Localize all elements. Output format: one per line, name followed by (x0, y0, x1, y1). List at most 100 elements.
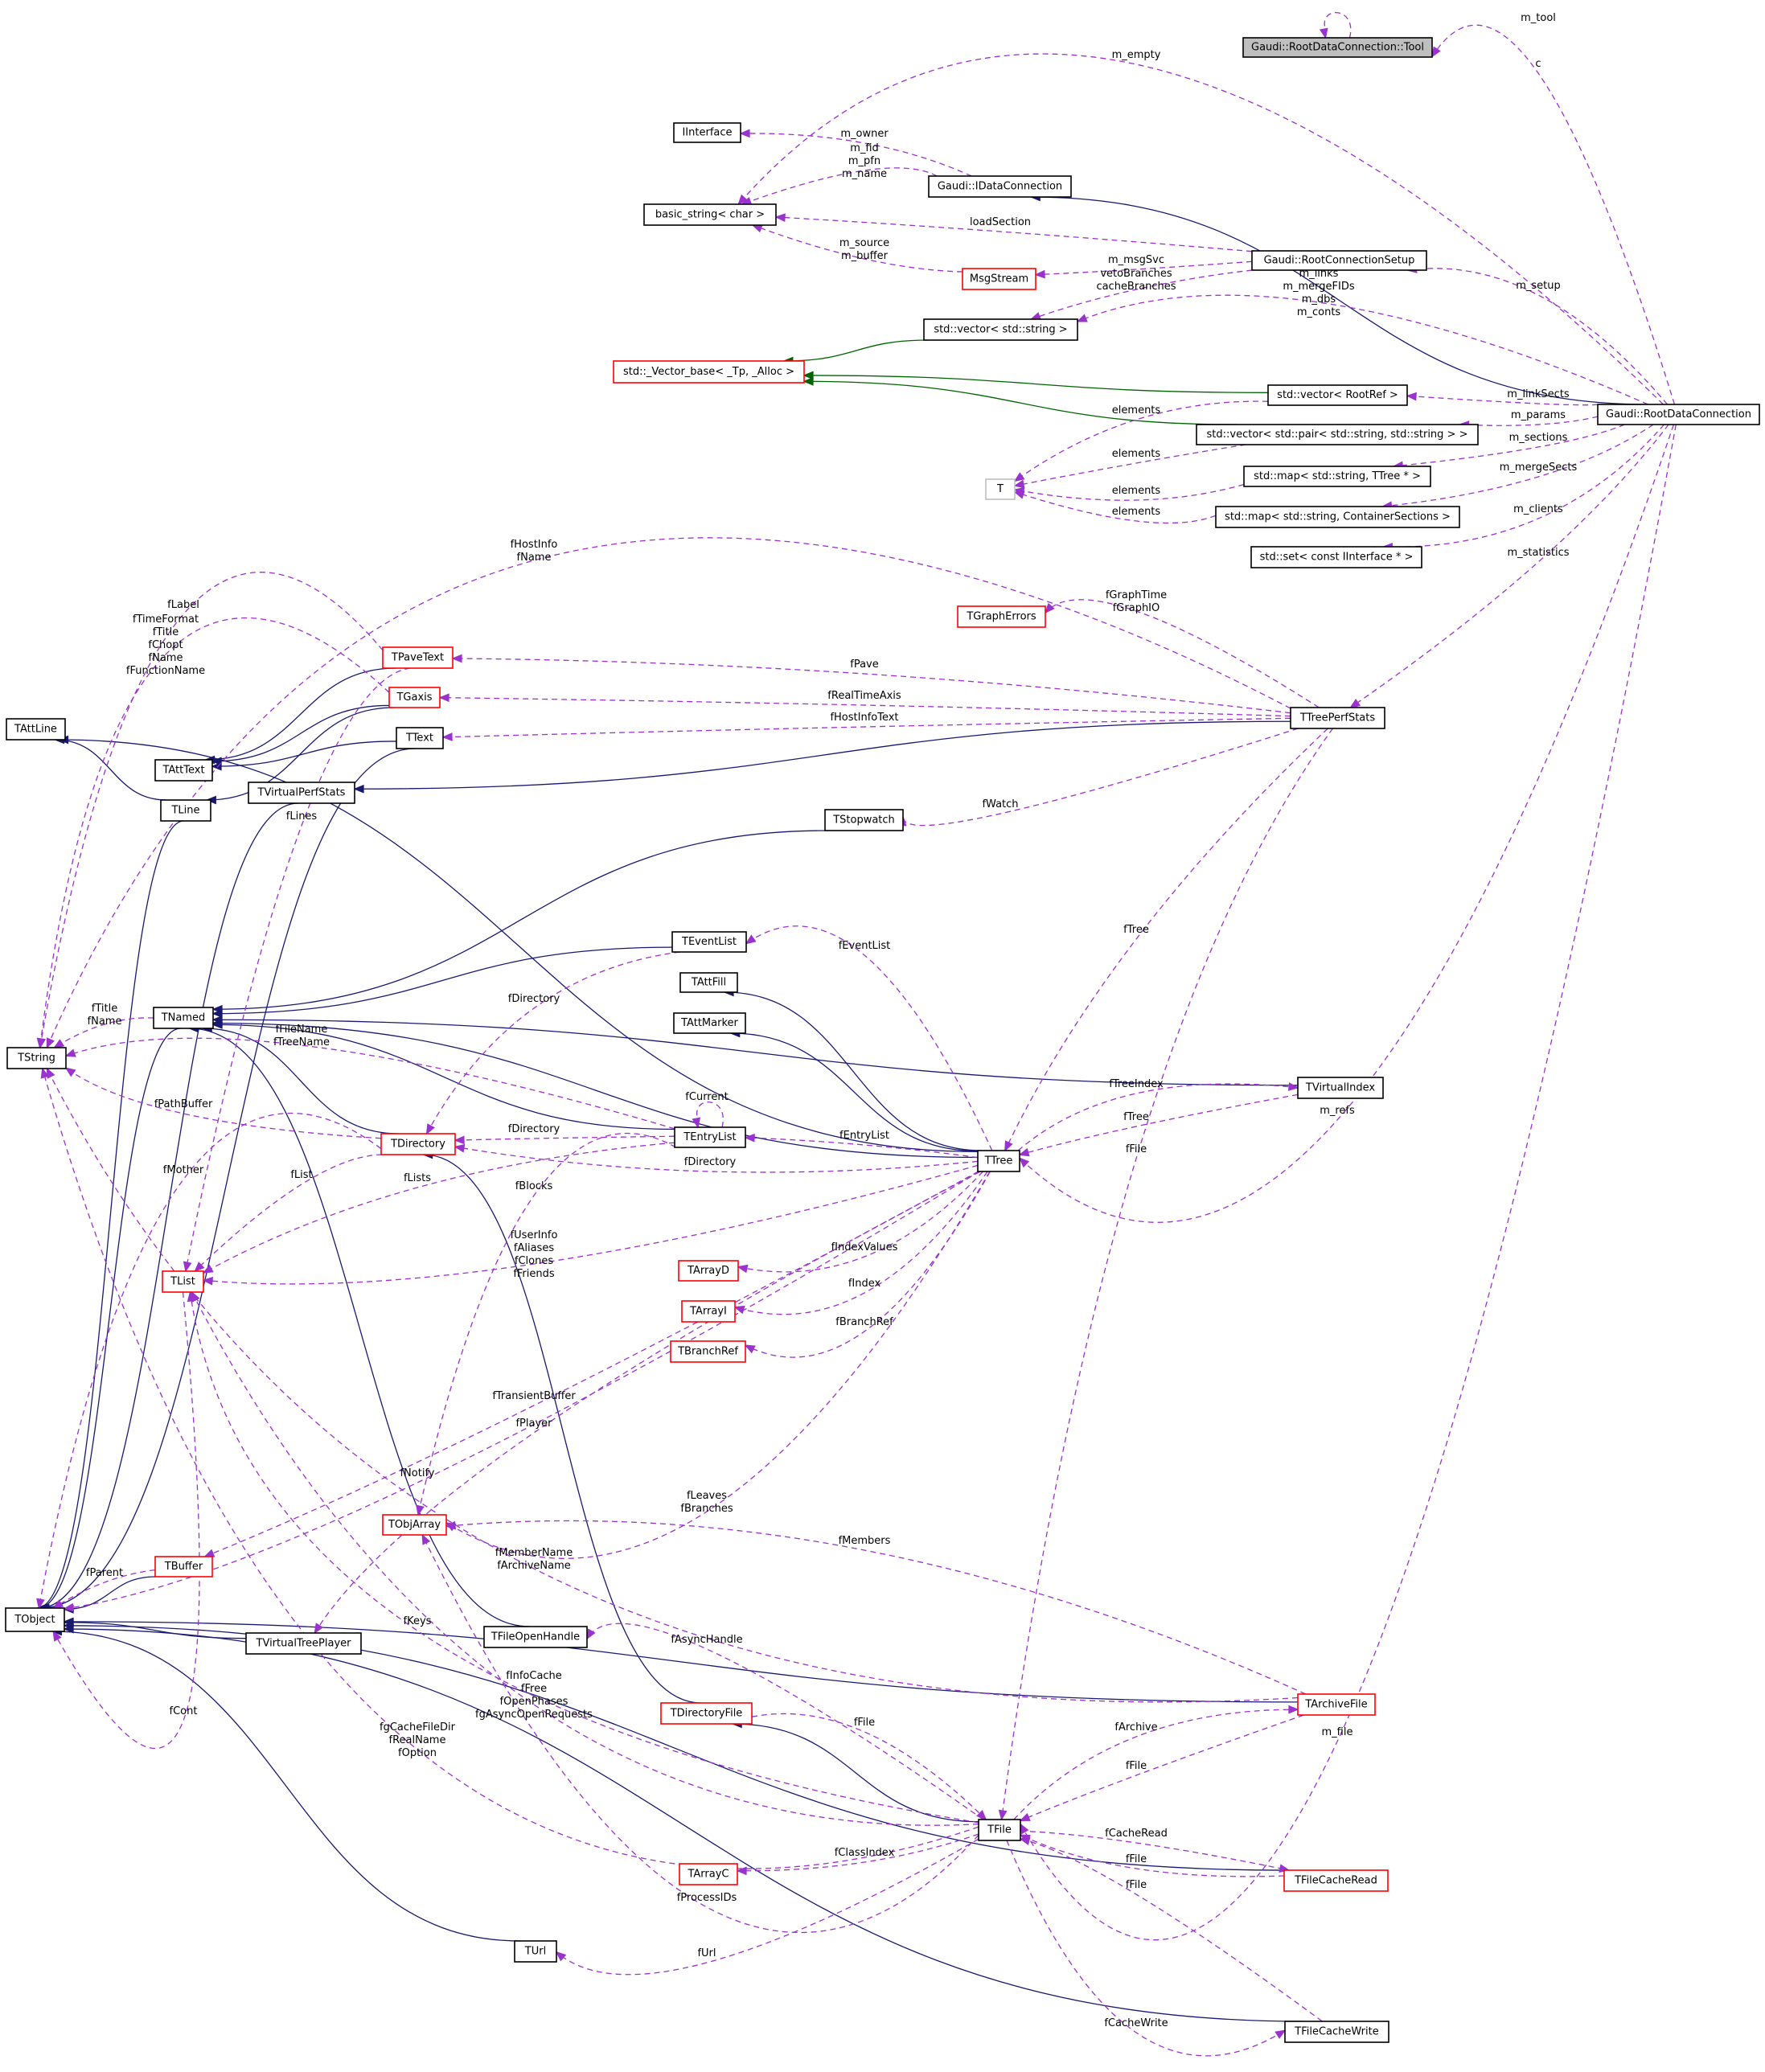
class-node-tdirectoryfile[interactable]: TDirectoryFile (660, 1702, 753, 1725)
edge-label-line: fMother (163, 1164, 204, 1176)
edge-label-line: vetoBranches (1100, 268, 1172, 280)
edge-label-line: fFile (1126, 1143, 1147, 1155)
arrowhead-tarchivefile (1288, 1705, 1299, 1714)
edge-line-ttree-to-tbuffer (204, 1171, 979, 1557)
edge-line-ttreeperfstats-to-tgrapherrors (1045, 599, 1320, 708)
arrowhead-tobjarray (416, 1504, 425, 1516)
edge-inherit-tvirtualperfstats-to-tobject (37, 802, 298, 1613)
edge-line-ttree-to-tarrayd (737, 1171, 983, 1273)
edge-line-tfile-to-tfilecachewrite (1006, 1840, 1286, 2057)
class-node-tfilecacheread[interactable]: TFileCacheRead (1283, 1869, 1389, 1892)
class-node-tarrayd[interactable]: TArrayD (678, 1260, 739, 1282)
edge-line-rdc-to-ttreeperfstats (1350, 424, 1669, 708)
edge-label-line: fTreeIndex (1109, 1078, 1164, 1090)
class-node-rdc[interactable]: Gaudi::RootDataConnection (1597, 404, 1760, 425)
class-node-tarrayc[interactable]: TArrayC (679, 1863, 738, 1885)
edge-label-fList: fList (290, 1169, 312, 1181)
class-node-label: TEntryList (683, 1131, 736, 1143)
edge-label-line: fFile (854, 1717, 875, 1729)
edge-line-tdirectory-to-tnamed (203, 1028, 399, 1134)
class-node-teventlist[interactable]: TEventList (671, 931, 747, 953)
class-node-label: MsgStream (970, 273, 1028, 285)
class-node-tpavetext[interactable]: TPaveText (382, 646, 454, 669)
class-node-tnamed[interactable]: TNamed (153, 1007, 214, 1029)
class-node-tattmarker[interactable]: TAttMarker (673, 1012, 746, 1034)
edge-template-vec_pair-to-vector_base (802, 376, 1237, 425)
edge-label-line: fTreeName (273, 1036, 330, 1048)
class-node-basic_string[interactable]: basic_string< char > (643, 203, 777, 226)
edge-line-tarchivefile-to-tobjarray (445, 1520, 1307, 1695)
edge-line-tfile-to-turl (556, 1838, 979, 1976)
class-node-box (660, 1702, 753, 1725)
class-node-tvirtualperfstats[interactable]: TVirtualPerfStats (248, 782, 355, 804)
class-node-tool[interactable]: Gaudi::RootDataConnection::Tool (1242, 37, 1433, 58)
class-node-tline[interactable]: TLine (160, 799, 211, 822)
edge-label-line: fPave (850, 659, 879, 671)
edge-inherit-tfilecachewrite-to-tobject (63, 1624, 1304, 2022)
class-node-label: Gaudi::IDataConnection (938, 181, 1062, 193)
class-node-tvirtualtreeplayer[interactable]: TVirtualTreePlayer (245, 1632, 362, 1655)
edge-label-fBranchRef: fBranchRef (835, 1316, 893, 1328)
class-node-tobject[interactable]: TObject (5, 1607, 65, 1632)
edge-label-line: m_fid (850, 142, 879, 154)
class-node-tbuffer[interactable]: TBuffer (154, 1556, 213, 1578)
class-node-tstopwatch[interactable]: TStopwatch (824, 809, 904, 831)
class-node-tgaxis[interactable]: TGaxis (388, 687, 441, 708)
class-node-vec_pair[interactable]: std::vector< std::pair< std::string, std… (1196, 424, 1479, 445)
class-node-tdirectory[interactable]: TDirectory (380, 1133, 456, 1155)
class-node-tattline[interactable]: TAttLine (6, 718, 66, 741)
edge-label-fLines: fLines (286, 810, 318, 823)
class-node-tfile[interactable]: TFile (978, 1819, 1021, 1841)
class-node-ttree[interactable]: TTree (977, 1150, 1020, 1172)
edge-label-fTree2: fTree (1123, 1111, 1149, 1123)
edge-label-line: fFile (1126, 1853, 1147, 1865)
class-node-map_ttree[interactable]: std::map< std::string, TTree * > (1243, 466, 1431, 487)
class-node-ttreeperfstats[interactable]: TTreePerfStats (1290, 707, 1385, 729)
class-node-tfileopenhandle[interactable]: TFileOpenHandle (483, 1626, 588, 1648)
class-node-label: T (996, 483, 1004, 495)
class-node-vector_base[interactable]: std::_Vector_base< _Tp, _Alloc > (613, 360, 805, 384)
class-node-ttext[interactable]: TText (396, 727, 444, 749)
class-node-tatttext[interactable]: TAttText (154, 759, 213, 782)
class-node-vec_rootref[interactable]: std::vector< RootRef > (1267, 384, 1408, 406)
class-node-tstring[interactable]: TString (6, 1047, 67, 1069)
edge-usage-tentrylist-to-tobjarray (416, 1132, 676, 1516)
class-node-tattfill[interactable]: TAttFill (679, 972, 738, 993)
class-node-tentrylist[interactable]: TEntryList (674, 1126, 746, 1148)
class-node-tfilecachewrite[interactable]: TFileCacheWrite (1284, 2021, 1389, 2043)
edge-usage-ttree-to-tdirectory (454, 1143, 979, 1173)
edge-inherit-ttree-to-tattfill (723, 987, 982, 1151)
edge-usage-ttreeperfstats-to-tgrapherrors (1044, 599, 1320, 708)
edge-usage-tlist-to-tobject (52, 1291, 200, 1750)
class-node-tlist[interactable]: TList (162, 1270, 204, 1293)
class-node-rcs[interactable]: Gaudi::RootConnectionSetup (1251, 250, 1427, 271)
edge-label-line: fMembers (839, 1535, 891, 1547)
class-node-turl[interactable]: TUrl (514, 1940, 557, 1963)
class-node-label: TObject (14, 1614, 55, 1626)
edge-label-fPlayer: fPlayer (515, 1418, 552, 1430)
edge-line-ttreeperfstats-to-tpavetext (452, 658, 1291, 714)
class-node-box (382, 1514, 447, 1536)
class-node-label: basic_string< char > (655, 209, 765, 221)
arrowhead-tobject (63, 1602, 75, 1612)
class-node-T[interactable]: T (985, 478, 1016, 500)
class-node-iinterface[interactable]: IInterface (673, 122, 741, 143)
class-node-tbranchref[interactable]: TBranchRef (670, 1340, 746, 1363)
arrowhead-tbranchref (744, 1344, 756, 1354)
edge-label-m_msgSvc: m_msgSvc (1108, 254, 1164, 266)
class-node-tarchivefile[interactable]: TArchiveFile (1297, 1693, 1376, 1716)
class-node-msgstream[interactable]: MsgStream (962, 268, 1036, 290)
class-node-map_cont[interactable]: std::map< std::string, ContainerSections… (1215, 506, 1460, 528)
edge-label-line: fArchive (1114, 1721, 1157, 1734)
class-node-set_iif[interactable]: std::set< const IInterface * > (1250, 546, 1422, 568)
class-node-tgrapherrors[interactable]: TGraphErrors (957, 605, 1046, 628)
class-node-vec_string[interactable]: std::vector< std::string > (923, 318, 1078, 341)
class-node-tvirtualindex[interactable]: TVirtualIndex (1297, 1077, 1384, 1099)
edge-inherit-tnamed-to-tobject (36, 1028, 181, 1613)
class-node-tarrayi[interactable]: TArrayI (681, 1300, 736, 1323)
class-node-tobjarray[interactable]: TObjArray (382, 1514, 447, 1536)
class-node-box (977, 1150, 1020, 1172)
class-node-gidc[interactable]: Gaudi::IDataConnection (928, 175, 1072, 198)
arrowhead-teventlist (745, 934, 757, 945)
